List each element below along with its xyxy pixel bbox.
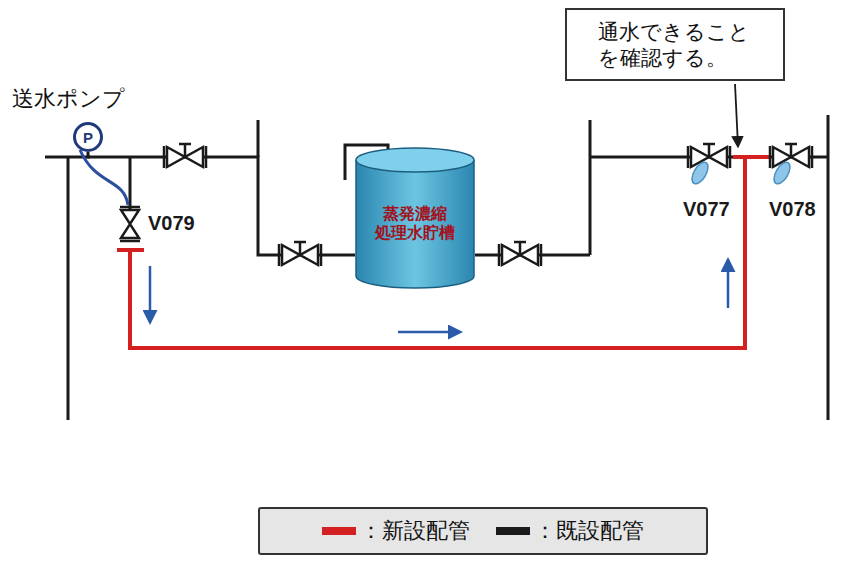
pump-label: 送水ポンプ — [12, 86, 125, 111]
flow-arrow — [149, 266, 152, 322]
valve-symbol — [164, 144, 206, 168]
pump-circle: P — [73, 122, 103, 152]
pump-symbol: 送水ポンプ P — [12, 86, 152, 156]
callout-box: 通水できること を確認する。 — [565, 8, 785, 81]
legend-swatch — [322, 527, 356, 535]
legend-entry: ：既設配管 — [496, 516, 644, 546]
valve-symbol — [499, 242, 541, 266]
callout-leader — [735, 84, 738, 146]
legend-panel: ：新設配管 ：既設配管 — [258, 507, 708, 555]
valve-symbol — [688, 144, 730, 168]
valve-handle — [771, 160, 793, 187]
flow-arrow — [727, 260, 730, 308]
storage-tank: 蒸発濃縮 処理水貯槽 — [355, 148, 475, 288]
existing-pipe — [67, 157, 70, 420]
callout-text: 通水できること を確認する。 — [598, 19, 751, 69]
existing-pipe — [589, 120, 592, 255]
valve-symbol — [279, 242, 321, 266]
valve-handle — [689, 160, 711, 187]
valve-tag: V079 — [148, 212, 195, 235]
new-pipes — [117, 157, 770, 348]
existing-pipe — [257, 120, 260, 157]
legend-swatch — [496, 527, 530, 535]
legend-text: ：新設配管 — [360, 516, 470, 546]
legend-entry: ：新設配管 — [322, 516, 470, 546]
legend-text: ：既設配管 — [534, 516, 644, 546]
valve-tag: V078 — [769, 198, 816, 221]
flow-arrow — [398, 331, 460, 334]
existing-pipe — [827, 115, 830, 420]
existing-pipes — [45, 115, 828, 420]
valve-symbol — [770, 144, 812, 168]
tank-text: 蒸発濃縮 処理水貯槽 — [374, 204, 456, 242]
valve-tag: V077 — [683, 198, 730, 221]
pump-letter: P — [83, 130, 93, 145]
new-pipe — [130, 157, 745, 348]
new-pipe — [733, 155, 770, 159]
pump-hose — [80, 150, 128, 205]
valve-symbol — [120, 207, 140, 241]
